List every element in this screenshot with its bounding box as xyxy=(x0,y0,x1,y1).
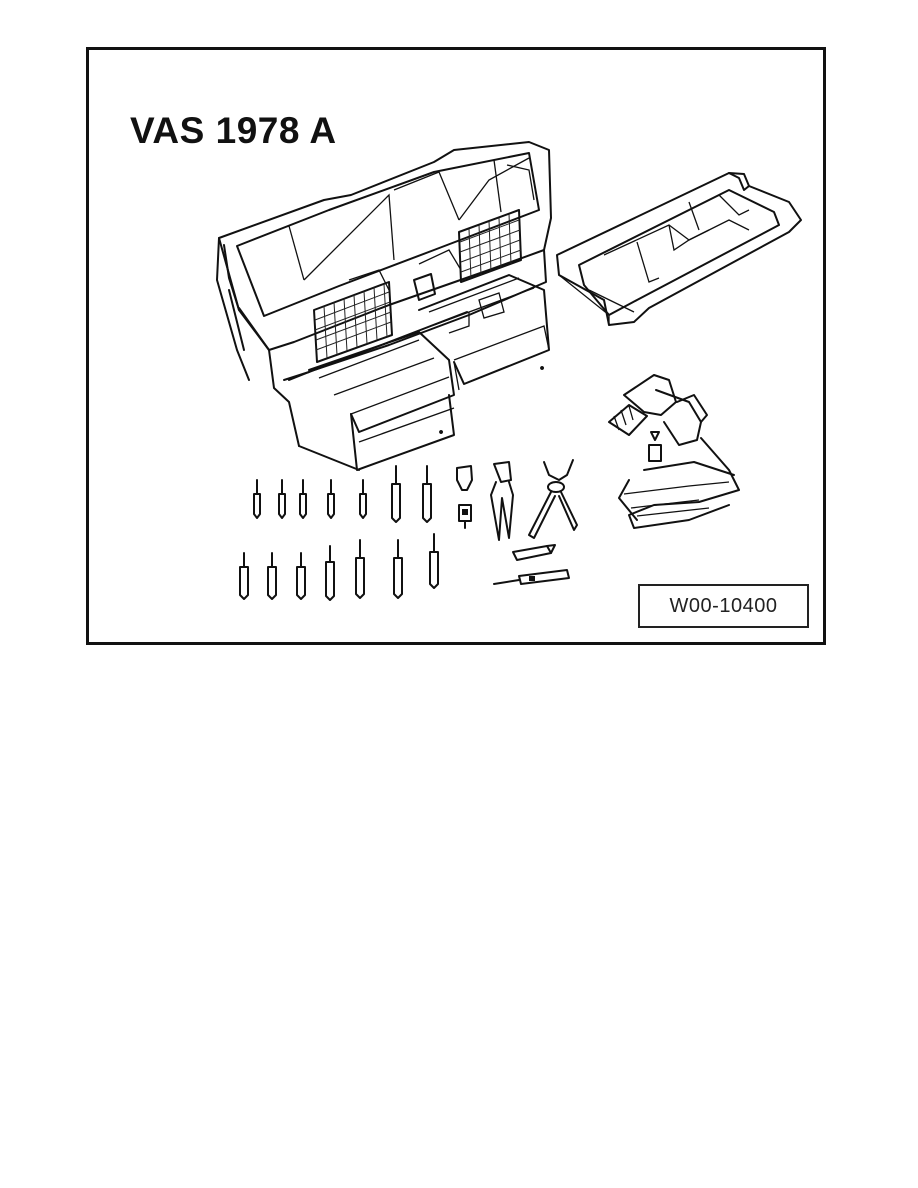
toolbox-icon xyxy=(216,141,552,471)
vas-1978a-kit-illustration xyxy=(216,141,802,601)
heat-gun-icon xyxy=(608,374,740,529)
tray-icon xyxy=(556,172,802,326)
stripper-icon xyxy=(490,461,514,541)
release-tool-icon-row-1 xyxy=(253,465,432,523)
figure-frame: VAS 1978 A W00-10400 xyxy=(86,47,826,645)
probe-icon xyxy=(493,569,570,585)
pliers-icon xyxy=(528,459,578,539)
figure-title: VAS 1978 A xyxy=(130,110,337,151)
figure-code-label: W00-10400 xyxy=(638,584,809,628)
release-tool-icon-row-2 xyxy=(239,533,439,601)
cutter-icon xyxy=(512,544,556,561)
figure-code-text: W00-10400 xyxy=(669,594,778,617)
adapter-icon xyxy=(456,465,473,529)
